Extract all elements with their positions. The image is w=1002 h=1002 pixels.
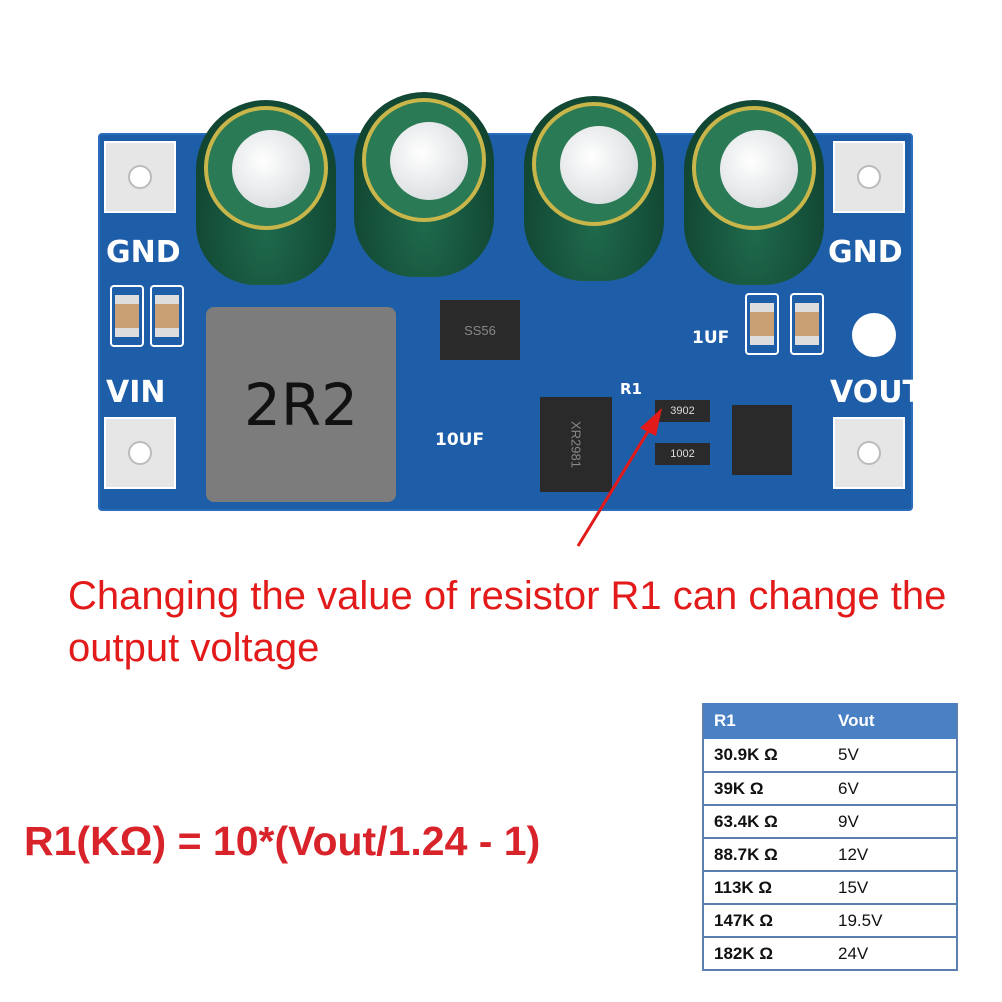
r1-value: 63.4K Ω bbox=[702, 805, 828, 839]
regulator-chip bbox=[732, 405, 792, 475]
vout-value: 12V bbox=[828, 838, 958, 872]
electrolytic-capacitor bbox=[354, 92, 494, 277]
r1-resistor: 3902 bbox=[655, 400, 710, 422]
vout-value: 6V bbox=[828, 772, 958, 806]
r1-formula: R1(KΩ) = 10*(Vout/1.24 - 1) bbox=[24, 818, 541, 864]
1uf-label: 1UF bbox=[692, 328, 730, 348]
vout-value: 19.5V bbox=[828, 904, 958, 938]
inductor: 2R2 bbox=[206, 307, 396, 502]
r1-value: 182K Ω bbox=[702, 937, 828, 971]
electrolytic-capacitor bbox=[196, 100, 336, 285]
header-r1: R1 bbox=[702, 703, 828, 739]
smd-capacitor bbox=[745, 293, 779, 355]
gnd-label-right: GND bbox=[828, 235, 903, 270]
smd-capacitor bbox=[150, 285, 184, 347]
vout-value: 9V bbox=[828, 805, 958, 839]
vout-pad bbox=[833, 417, 905, 489]
gnd-label-left: GND bbox=[106, 235, 181, 270]
electrolytic-capacitor bbox=[684, 100, 824, 285]
vin-label: VIN bbox=[106, 375, 166, 410]
ic-chip: XR2981 bbox=[540, 397, 612, 492]
r1-value: 147K Ω bbox=[702, 904, 828, 938]
r2-resistor: 1002 bbox=[655, 443, 710, 465]
r1-value: 30.9K Ω bbox=[702, 739, 828, 773]
smd-capacitor bbox=[110, 285, 144, 347]
smd-capacitor bbox=[790, 293, 824, 355]
vout-value: 15V bbox=[828, 871, 958, 905]
10uf-label: 10UF bbox=[435, 430, 485, 450]
annotation-caption: Changing the value of resistor R1 can ch… bbox=[68, 574, 947, 670]
gnd-out-pad bbox=[833, 141, 905, 213]
vout-label: VOUT bbox=[830, 375, 924, 410]
header-vout: Vout bbox=[828, 703, 958, 739]
mount-hole bbox=[852, 313, 896, 357]
r1-label: R1 bbox=[620, 380, 642, 398]
electrolytic-capacitor bbox=[524, 96, 664, 281]
vin-pad bbox=[104, 417, 176, 489]
r1-value: 88.7K Ω bbox=[702, 838, 828, 872]
r1-value: 113K Ω bbox=[702, 871, 828, 905]
vout-value: 5V bbox=[828, 739, 958, 773]
diode-chip: SS56 bbox=[440, 300, 520, 360]
r1-value: 39K Ω bbox=[702, 772, 828, 806]
vout-value: 24V bbox=[828, 937, 958, 971]
gnd-in-pad bbox=[104, 141, 176, 213]
